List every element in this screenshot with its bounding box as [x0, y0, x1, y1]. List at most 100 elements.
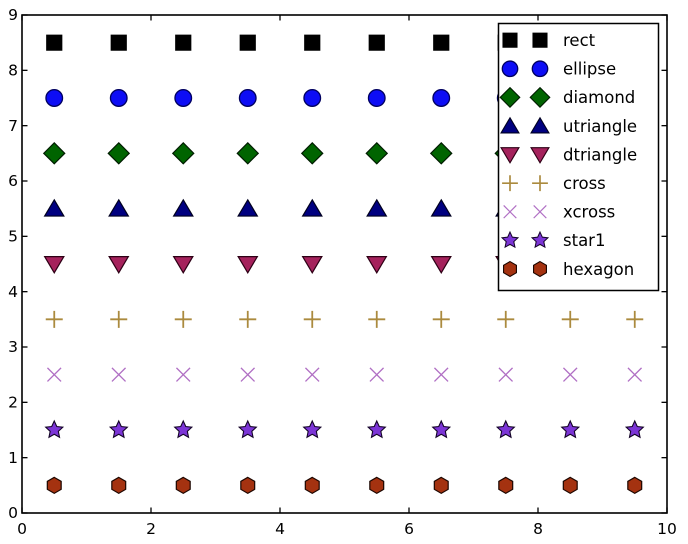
legend-item-dtriangle: dtriangle — [500, 145, 637, 164]
marker-hexagon — [627, 476, 643, 495]
legend-marker-diamond — [529, 86, 551, 108]
marker-hexagon — [175, 476, 191, 495]
legend-item-xcross: xcross — [503, 203, 615, 222]
y-tick-label: 6 — [8, 172, 18, 190]
y-tick-label: 4 — [8, 283, 18, 301]
series-star1 — [44, 419, 645, 439]
y-tick-label: 9 — [8, 6, 18, 24]
legend-marker-star1 — [530, 230, 550, 249]
axes-frame — [21, 14, 668, 514]
legend-marker-hexagon — [502, 260, 518, 278]
legend-marker-cross — [502, 175, 518, 192]
legend-label-xcross: xcross — [563, 203, 615, 222]
marker-dtriangle — [237, 256, 259, 274]
marker-cross — [45, 310, 63, 328]
y-tick-label: 0 — [8, 504, 18, 522]
marker-ellipse — [432, 89, 451, 107]
legend-label-dtriangle: dtriangle — [563, 145, 637, 164]
legend-label-ellipse: ellipse — [563, 60, 616, 79]
marker-utriangle — [172, 198, 194, 217]
legend-label-utriangle: utriangle — [563, 117, 637, 136]
marker-cross — [626, 310, 644, 328]
y-tick-label: 1 — [8, 449, 18, 467]
marker-dtriangle — [172, 256, 194, 274]
marker-cross — [239, 310, 257, 328]
y-tick-label: 5 — [8, 228, 18, 246]
marker-xcross — [627, 367, 643, 382]
marker-dtriangle — [43, 256, 65, 274]
marker-hexagon — [433, 476, 449, 495]
legend: rectellipsediamondutriangledtrianglecros… — [497, 22, 660, 292]
marker-star1 — [302, 419, 323, 439]
legend-item-ellipse: ellipse — [501, 60, 616, 79]
legend-label-rect: rect — [563, 31, 596, 50]
x-tick-label: 0 — [17, 520, 27, 538]
series-cross — [45, 310, 644, 328]
x-tick-label: 6 — [404, 520, 414, 538]
x-tick-label: 8 — [533, 520, 543, 538]
marker-rect — [433, 34, 450, 51]
marker-hexagon — [111, 476, 127, 495]
legend-marker-hexagon — [532, 260, 548, 278]
marker-cross — [561, 310, 579, 328]
legend-marker-star1 — [500, 230, 520, 249]
legend-marker-dtriangle — [530, 147, 550, 164]
legend-label-hexagon: hexagon — [563, 260, 634, 279]
marker-dtriangle — [108, 256, 130, 274]
marker-cross — [497, 310, 515, 328]
marker-utriangle — [43, 198, 65, 217]
legend-label-star1: star1 — [563, 231, 605, 250]
marker-xcross — [498, 367, 514, 382]
legend-box — [497, 22, 660, 292]
legend-label-cross: cross — [563, 174, 606, 193]
legend-item-hexagon: hexagon — [502, 260, 634, 279]
x-tick-label: 2 — [146, 520, 156, 538]
marker-cross — [110, 310, 128, 328]
marker-ellipse — [303, 89, 322, 107]
marker-diamond — [429, 141, 453, 165]
marker-ellipse — [238, 89, 257, 107]
marker-star1 — [237, 419, 258, 439]
marker-star1 — [366, 419, 387, 439]
y-tick-label: 8 — [8, 62, 18, 80]
legend-item-cross: cross — [502, 174, 606, 193]
y-tick-label: 7 — [8, 117, 18, 135]
marker-ellipse — [109, 89, 128, 107]
x-tick-label: 4 — [275, 520, 285, 538]
marker-xcross — [304, 367, 320, 382]
marker-utriangle — [237, 198, 259, 217]
marker-cross — [303, 310, 321, 328]
marker-rect — [239, 34, 256, 51]
legend-item-rect: rect — [502, 31, 596, 50]
marker-rect — [175, 34, 192, 51]
marker-cross — [432, 310, 450, 328]
marker-rect — [304, 34, 321, 51]
marker-rect — [46, 34, 63, 51]
marker-star1 — [173, 419, 194, 439]
marker-xcross — [46, 367, 62, 382]
marker-hexagon — [498, 476, 514, 495]
marker-ellipse — [45, 89, 64, 107]
legend-item-utriangle: utriangle — [500, 116, 637, 136]
marker-diamond — [365, 141, 389, 165]
legend-marker-cross — [532, 175, 548, 192]
marker-rect — [110, 34, 127, 51]
marker-diamond — [107, 141, 131, 165]
marker-utriangle — [301, 198, 323, 217]
marker-star1 — [495, 419, 516, 439]
marker-diamond — [236, 141, 260, 165]
legend-marker-dtriangle — [500, 147, 520, 164]
legend-marker-utriangle — [530, 116, 550, 134]
marker-star1 — [560, 419, 581, 439]
marker-hexagon — [369, 476, 385, 495]
x-tick-label: 10 — [657, 520, 677, 538]
marker-xcross — [175, 367, 191, 382]
marker-diamond — [300, 141, 324, 165]
marker-hexagon — [562, 476, 578, 495]
marker-utriangle — [430, 198, 452, 217]
marker-utriangle — [108, 198, 130, 217]
marker-diamond — [171, 141, 195, 165]
legend-marker-utriangle — [500, 116, 520, 134]
marker-ellipse — [174, 89, 193, 107]
